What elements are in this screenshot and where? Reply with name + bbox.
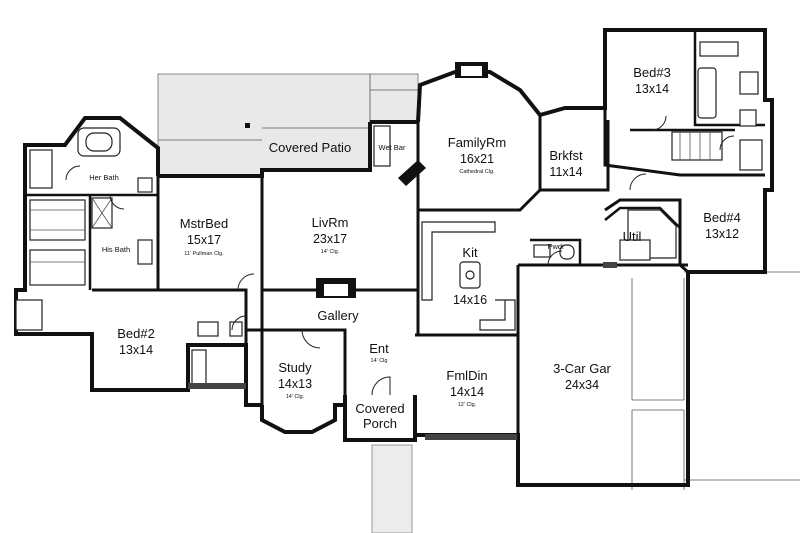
dim-master-bed: 15x17 [187, 233, 221, 247]
label-bed2: Bed#2 [117, 326, 155, 341]
dim-formal-dining: 14x14 [450, 385, 484, 399]
label-covered-porch: Covered [355, 401, 404, 416]
dim-breakfast: 11x14 [549, 165, 582, 179]
label-garage: 3-Car Gar [553, 361, 611, 376]
dim-living-room: 23x17 [313, 232, 347, 246]
label-family-room: FamilyRm [448, 135, 507, 150]
label-covered-patio: Covered Patio [269, 140, 351, 155]
label-formal-dining: FmlDin [446, 368, 487, 383]
label-bed3: Bed#3 [633, 65, 671, 80]
note-family-room: Cathedral Clg. [459, 169, 495, 175]
label-utility: Util [623, 229, 642, 244]
dim-bed4: 13x12 [705, 227, 739, 241]
dim-study: 14x13 [278, 377, 312, 391]
label-master-bed: MstrBed [180, 216, 228, 231]
window-trim [188, 262, 617, 440]
interior-walls [25, 30, 765, 435]
label-bed4: Bed#4 [703, 210, 741, 225]
label-his-bath: His Bath [102, 245, 130, 254]
dim-kitchen: 14x16 [453, 293, 487, 307]
driveway [631, 271, 800, 490]
label-entry: Ent [369, 341, 389, 356]
label-gallery: Gallery [317, 308, 359, 323]
label-porch: Porch [363, 416, 397, 431]
room-labels: Covered Patio Wet Bar FamilyRm 16x21 Cat… [89, 65, 741, 431]
note-living-room: 14' Clg. [321, 249, 340, 255]
fixtures [15, 41, 763, 387]
note-entry: 14' Clg [371, 358, 388, 364]
front-walkway [371, 444, 413, 533]
label-study: Study [278, 360, 312, 375]
note-master-bed: 11' Pullman Clg. [184, 251, 224, 257]
label-living-room: LivRm [312, 215, 349, 230]
note-study: 14' Clg. [286, 394, 305, 400]
label-kitchen: Kit [462, 245, 478, 260]
note-formal-dining: 12' Clg. [458, 402, 477, 408]
label-wet-bar: Wet Bar [379, 143, 406, 152]
label-her-bath: Her Bath [89, 173, 119, 182]
label-powder: Pwdr [547, 242, 565, 251]
dim-bed3: 13x14 [635, 82, 669, 96]
doors [65, 115, 735, 396]
dim-family-room: 16x21 [460, 152, 494, 166]
dim-bed2: 13x14 [119, 343, 153, 357]
dim-garage: 24x34 [565, 378, 599, 392]
label-breakfast: Brkfst [549, 148, 583, 163]
